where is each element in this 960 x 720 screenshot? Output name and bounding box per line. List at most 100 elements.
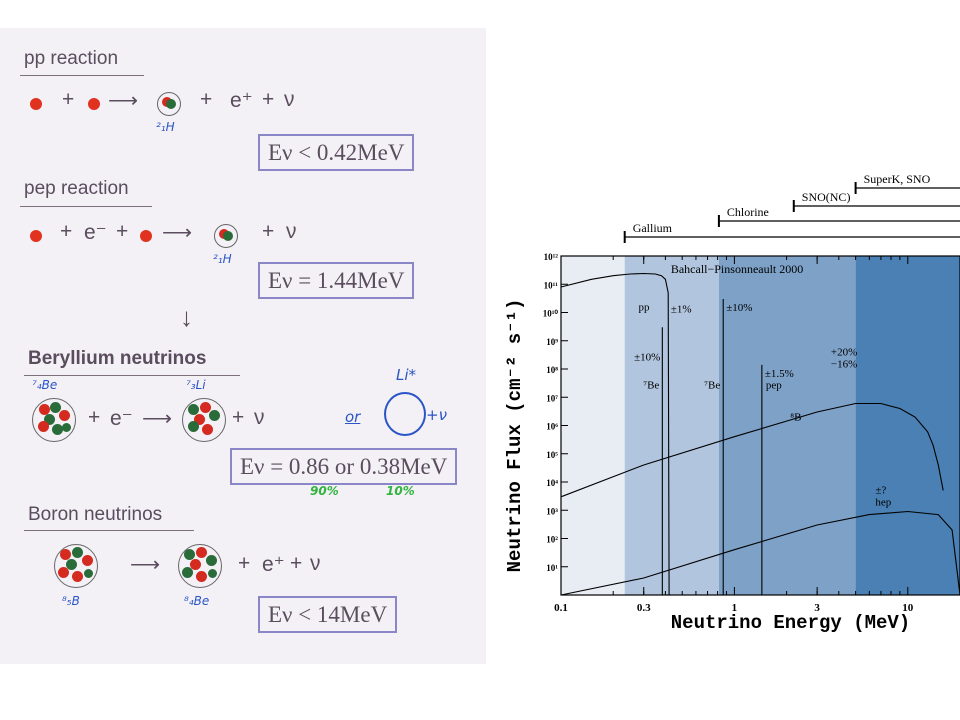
li-star-label: Li*: [396, 366, 417, 384]
neutron: [66, 559, 77, 570]
line-label: ⁷Be: [643, 380, 659, 392]
series-pp-curve: [560, 272, 670, 596]
neutron: [84, 569, 93, 578]
excited-li-nucleus: [384, 392, 426, 436]
neutron: [182, 567, 193, 578]
plus-sign: +: [88, 406, 101, 429]
plus-sign: +: [262, 88, 275, 111]
neutron: [166, 99, 176, 109]
energy-band-1: [624, 256, 719, 595]
plus-sign: +: [200, 88, 213, 111]
b8-uncertainty-upper: +20%: [831, 347, 857, 359]
proton: [196, 547, 207, 558]
b8-label: ⁸₅B: [62, 594, 80, 608]
line-label: ⁷Be: [704, 380, 720, 392]
hep-label: hep: [875, 497, 891, 509]
neutrino-symbol: ν: [284, 88, 295, 111]
plus-sign: +: [290, 552, 303, 575]
proton: [30, 230, 42, 242]
pep-underline: [20, 206, 152, 207]
neutrino-symbol: ν: [254, 406, 265, 429]
line-uncertainty: ±1.5%: [765, 368, 794, 380]
neutron: [50, 402, 61, 413]
proton: [30, 98, 42, 110]
branch-10: 10%: [386, 484, 415, 498]
electron-symbol: e⁻: [84, 221, 107, 244]
b8-uncertainty-lower: −16%: [831, 359, 857, 371]
plus-sign: +: [232, 406, 245, 429]
proton: [59, 410, 70, 421]
y-tick-label: 10⁹: [546, 337, 558, 347]
y-tick-label: 10¹⁰: [543, 309, 559, 319]
be-energy: Eν = 0.86 or 0.38MeV: [230, 448, 458, 485]
y-tick-label: 10¹: [546, 563, 558, 573]
x-tick-label: 3: [814, 602, 820, 614]
proton: [88, 98, 100, 110]
neutron: [184, 549, 195, 560]
x-tick-label: 10: [902, 602, 914, 614]
neutron: [62, 423, 71, 432]
proton: [39, 404, 50, 415]
neutron: [72, 547, 83, 558]
be8-label: ⁸₄Be: [184, 594, 210, 608]
neutron: [44, 414, 55, 425]
line-uncertainty: ±10%: [726, 302, 752, 314]
reaction-arrow: ⟶: [130, 553, 161, 576]
neutron: [188, 404, 199, 415]
down-arrow: ↓: [180, 302, 193, 332]
x-tick-label: 0.1: [554, 602, 568, 614]
detector-label: SNO(NC): [802, 190, 851, 204]
x-tick-label: 1: [732, 602, 738, 614]
reactions-slide: pp reaction + ⟶ ²₁H + e⁺ + ν Eν < 0.42Me…: [0, 28, 486, 664]
x-tick-label: 0.3: [637, 602, 651, 614]
pp-underline: [20, 75, 144, 76]
y-tick-label: 10³: [546, 506, 558, 516]
neutron: [208, 569, 217, 578]
proton: [38, 421, 49, 432]
proton: [58, 567, 69, 578]
be-underline: [24, 375, 240, 376]
series-hep-curve: [560, 510, 960, 596]
plus-sign: +: [60, 220, 73, 243]
proton: [140, 230, 152, 242]
be7-nucleus: [32, 398, 76, 442]
proton: [82, 555, 93, 566]
boron-underline: [24, 530, 194, 531]
deuterium-label: ²₁H: [156, 120, 175, 134]
neutron: [223, 231, 233, 241]
detector-label: Gallium: [633, 221, 673, 235]
boron-title: Boron neutrinos: [28, 504, 163, 525]
y-tick-label: 10²: [546, 535, 558, 545]
neutron: [52, 424, 63, 435]
line-label: pep: [766, 380, 782, 392]
y-tick-label: 10⁵: [546, 450, 558, 460]
proton: [60, 549, 71, 560]
positron-symbol: e⁺: [262, 553, 285, 576]
reaction-arrow: ⟶: [142, 407, 173, 430]
proton: [202, 424, 213, 435]
pep-title: pep reaction: [24, 178, 129, 199]
line-uncertainty: ±10%: [634, 351, 660, 363]
neutron: [206, 555, 217, 566]
detector-label: Chlorine: [727, 205, 769, 219]
pp-uncertainty: ±1%: [671, 304, 692, 316]
plus-sign: +: [262, 220, 275, 243]
y-tick-label: 10⁴: [546, 478, 558, 488]
be7-label: ⁷₄Be: [32, 378, 58, 392]
plot-frame: [560, 255, 960, 596]
branch-90: 90%: [310, 484, 339, 498]
y-tick-label: 10¹²: [544, 252, 559, 262]
pp-title: pp reaction: [24, 48, 119, 69]
energy-band-2: [718, 256, 856, 595]
proton: [200, 402, 211, 413]
plus-sign: +: [116, 220, 129, 243]
x-axis-label: Neutrino Energy (MeV): [671, 612, 910, 634]
deuterium-label: ²₁H: [213, 252, 232, 266]
pp-label: pp: [639, 301, 651, 313]
b8-label: ⁸B: [790, 412, 801, 424]
be-title: Beryllium neutrinos: [28, 348, 207, 369]
y-tick-label: 10⁶: [546, 422, 558, 432]
hep-uncertainty: ±?: [875, 485, 886, 497]
positron-symbol: e⁺: [230, 89, 253, 112]
